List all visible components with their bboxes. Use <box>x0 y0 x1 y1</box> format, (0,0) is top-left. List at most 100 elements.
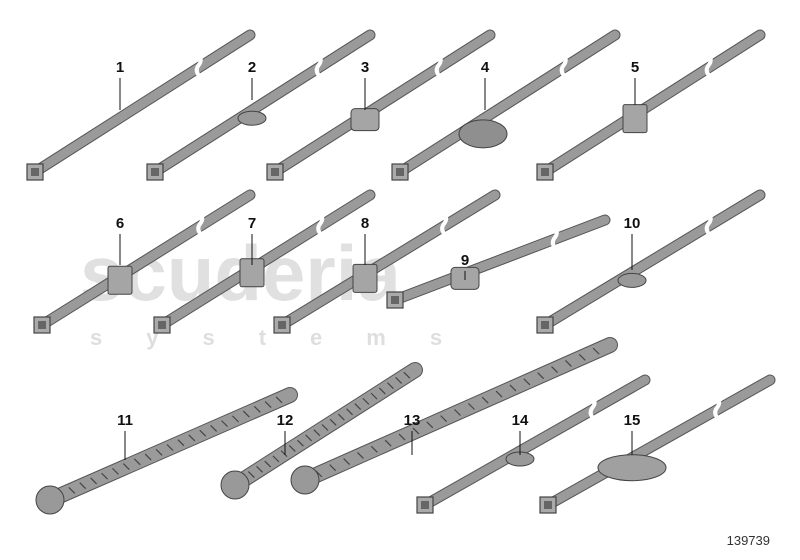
part-9[interactable]: 9 <box>386 214 611 309</box>
strap-slot <box>280 450 288 458</box>
strap-slot <box>378 387 386 395</box>
strap-slot <box>199 429 207 437</box>
part-2[interactable]: 2 <box>146 29 376 181</box>
break-mark <box>316 212 325 235</box>
part-label: 14 <box>512 412 529 429</box>
bracket-body <box>350 108 380 132</box>
tie-band <box>277 190 500 330</box>
strap-slot <box>264 460 272 468</box>
strap-slot <box>346 408 353 416</box>
strap-slot <box>247 471 255 478</box>
part-4[interactable]: 4 <box>391 29 621 181</box>
part-label: 15 <box>624 412 641 429</box>
strap-slot <box>210 424 218 432</box>
edge-clip-body <box>352 263 378 293</box>
strap-slot <box>188 434 196 442</box>
reference-number: 139739 <box>726 533 770 548</box>
break-mark <box>588 396 597 419</box>
strap-slot <box>523 378 531 386</box>
strap-slot <box>362 397 370 405</box>
tie-head-slot <box>158 321 166 329</box>
strap-slot <box>495 390 503 398</box>
part-14[interactable]: 14 <box>416 374 651 514</box>
strap-slot <box>467 402 475 410</box>
strap-slot <box>578 353 586 361</box>
strap-slot <box>275 396 283 404</box>
clip-body <box>237 110 267 126</box>
tie-head-slot <box>541 321 549 329</box>
strap-slot <box>337 413 345 421</box>
strap-slot <box>329 418 337 426</box>
part-5[interactable]: 5 <box>536 29 766 181</box>
tie-head-slot <box>544 501 552 509</box>
part-10[interactable]: 10 <box>536 189 766 334</box>
break-mark <box>314 53 323 77</box>
strap-slot <box>133 458 141 466</box>
tie-head-slot <box>278 321 286 329</box>
tie-head-slot <box>38 321 46 329</box>
edge-clip-body <box>107 265 133 295</box>
strap-slot <box>242 410 250 418</box>
strap-slot <box>79 482 87 490</box>
strap-slot <box>155 448 163 456</box>
clip-body <box>617 272 647 288</box>
strap-slot <box>264 401 272 408</box>
strap-slot <box>253 405 261 413</box>
strap-slot <box>122 463 130 471</box>
strap-slot <box>398 433 406 441</box>
part-7[interactable]: 7 <box>153 189 376 334</box>
strap-slot <box>232 415 239 423</box>
strap-clip <box>220 470 250 500</box>
break-mark <box>704 212 713 235</box>
part-label: 8 <box>361 215 369 232</box>
part-6[interactable]: 6 <box>33 189 256 334</box>
part-8[interactable]: 8 <box>273 189 501 334</box>
part-13[interactable]: 13 <box>290 337 618 495</box>
break-mark <box>704 53 713 77</box>
strap-slot <box>68 487 76 494</box>
strap-slot <box>481 396 489 404</box>
part-label: 6 <box>116 215 124 232</box>
part-label: 3 <box>361 59 369 76</box>
strap-slot <box>454 409 461 416</box>
strap-slot <box>329 464 337 472</box>
part-15[interactable]: 15 <box>539 374 776 514</box>
strap-slot <box>144 453 152 461</box>
strap-slot <box>509 384 517 392</box>
tie-head-slot <box>271 168 279 176</box>
tie-head-slot <box>31 168 39 176</box>
part-3[interactable]: 3 <box>266 29 496 181</box>
strap-slot <box>440 415 448 423</box>
part-label: 1 <box>116 59 124 76</box>
strap-slot <box>112 467 119 475</box>
strap-clip <box>290 465 320 495</box>
watermark-line2: systems <box>90 325 486 350</box>
tie-band <box>37 190 255 330</box>
break-mark <box>434 53 443 77</box>
mount-base <box>458 119 508 149</box>
part-1[interactable]: 1 <box>26 29 256 181</box>
break-mark <box>559 53 568 77</box>
tie-head-slot <box>151 168 159 176</box>
tie-head-slot <box>421 501 429 509</box>
strap-slot <box>537 372 545 380</box>
strap-slot <box>354 403 362 411</box>
part-12[interactable]: 12 <box>220 362 423 500</box>
tie-band <box>30 30 255 177</box>
strap-slot <box>370 445 378 453</box>
strap-slot <box>297 439 304 447</box>
strap-slot <box>305 434 313 442</box>
strap-slot <box>101 472 108 480</box>
strap-slot <box>384 439 392 447</box>
part-label: 10 <box>624 215 641 232</box>
strap-slot <box>343 458 351 466</box>
break-mark <box>196 212 205 235</box>
part-label: 5 <box>631 59 639 76</box>
strap-slot <box>551 366 558 373</box>
break-mark <box>713 396 722 419</box>
tie-band <box>157 190 375 330</box>
part-11[interactable]: 11 <box>35 387 298 515</box>
part-label: 9 <box>461 252 469 269</box>
